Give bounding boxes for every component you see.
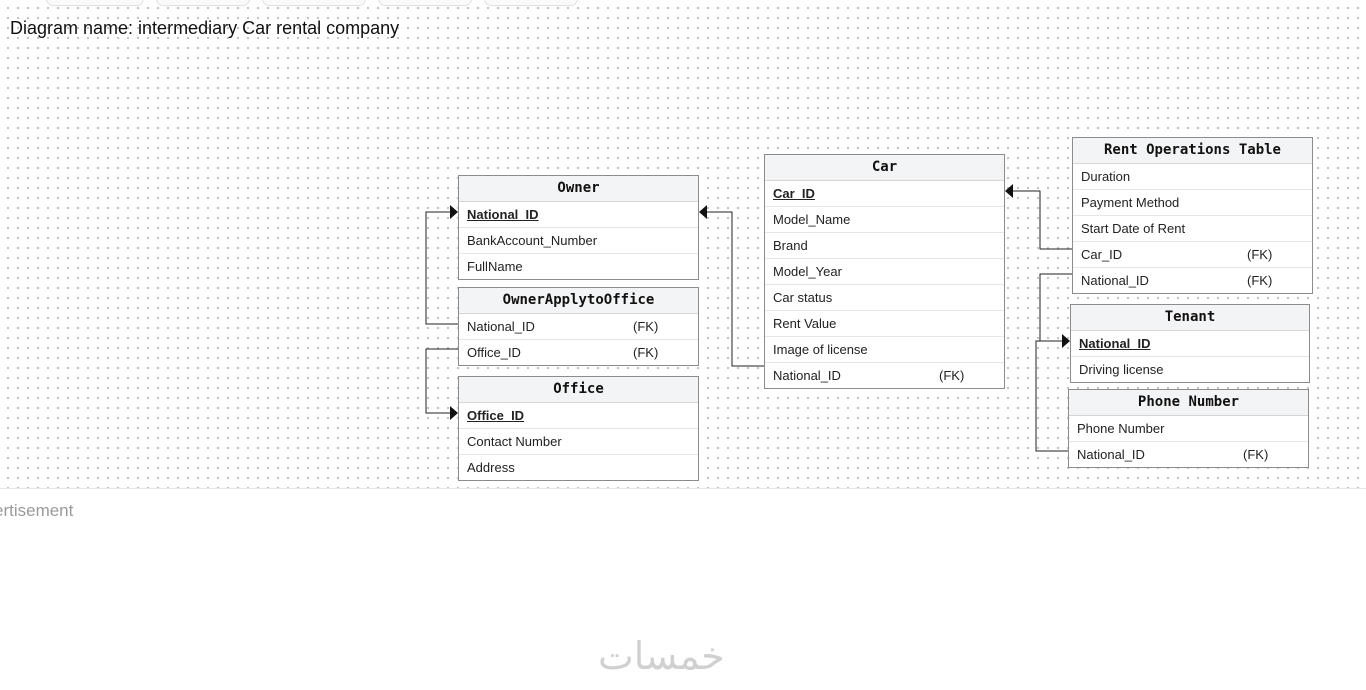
column-row[interactable]: Office_ID (FK) — [459, 340, 698, 365]
table-phone-number[interactable]: Phone Number Phone Number National_ID (FK… — [1068, 389, 1309, 468]
arrowhead — [450, 205, 458, 219]
column-name: Duration — [1081, 169, 1131, 184]
column-row[interactable]: National_ID (FK) — [1069, 442, 1308, 467]
column-name: National_ID — [1079, 336, 1151, 351]
column-name: Rent Value — [773, 316, 837, 331]
column-row[interactable]: Address — [459, 455, 698, 480]
table-owner[interactable]: Owner National_ID BankAccount_Number Ful… — [458, 175, 699, 280]
rel-rent-car — [1013, 190, 1072, 250]
diagram-title: Diagram name: intermediary Car rental co… — [10, 18, 400, 38]
table-header[interactable]: OwnerApplytoOffice — [459, 288, 698, 314]
toolbar-chip[interactable] — [46, 0, 144, 6]
column-name: Office_ID — [467, 345, 521, 360]
toolbar-chip[interactable] — [156, 0, 250, 6]
column-row[interactable]: National_ID — [459, 202, 698, 228]
column-name: Brand — [773, 238, 808, 253]
table-header[interactable]: Rent Operations Table — [1073, 138, 1312, 164]
column-name: National_ID — [467, 319, 535, 334]
column-row[interactable]: Office_ID — [459, 403, 698, 429]
brand-logo: خمسات — [598, 634, 725, 678]
table-owner-apply-to-office[interactable]: OwnerApplytoOffice National_ID (FK) Offic… — [458, 287, 699, 366]
arrowhead — [699, 205, 707, 219]
rel-ownerapply-owner — [425, 211, 458, 325]
column-row[interactable]: BankAccount_Number — [459, 228, 698, 254]
rel-phone-tenant — [1035, 340, 1068, 452]
advertisement-label: ertisement — [0, 501, 74, 520]
column-row[interactable]: FullName — [459, 254, 698, 279]
column-row[interactable]: National_ID (FK) — [765, 363, 1004, 388]
column-name: Address — [467, 460, 515, 475]
column-name: Model_Name — [773, 212, 851, 227]
column-name: National_ID — [773, 368, 841, 383]
arrowhead — [1062, 334, 1070, 348]
table-header[interactable]: Tenant — [1071, 305, 1309, 331]
table-office[interactable]: Office Office_ID Contact Number Address — [458, 376, 699, 481]
table-header[interactable]: Phone Number — [1069, 390, 1308, 416]
column-name: National_ID — [467, 207, 539, 222]
toolbar-chip[interactable] — [484, 0, 578, 6]
column-name: National_ID — [1077, 447, 1145, 462]
toolbar-chip[interactable] — [378, 0, 472, 6]
column-name: Contact Number — [467, 434, 562, 449]
column-row[interactable]: Contact Number — [459, 429, 698, 455]
column-row[interactable]: National_ID — [1071, 331, 1309, 357]
column-row[interactable]: National_ID (FK) — [459, 314, 698, 340]
rel-car-owner — [707, 211, 764, 367]
arrowhead — [450, 406, 458, 420]
column-name: Car_ID — [1081, 247, 1123, 262]
column-row[interactable]: Model_Name — [765, 207, 1004, 233]
column-name: Office_ID — [467, 408, 525, 423]
column-name: Car status — [773, 290, 833, 305]
fk-badge: (FK) — [1243, 447, 1269, 462]
table-header[interactable]: Owner — [459, 176, 698, 202]
column-name: Driving license — [1079, 362, 1164, 377]
column-row[interactable]: Start Date of Rent — [1073, 216, 1312, 242]
column-name: Model_Year — [773, 264, 842, 279]
column-row[interactable]: Car_ID (FK) — [1073, 242, 1312, 268]
rel-rent-tenant — [1039, 273, 1072, 342]
fk-badge: (FK) — [939, 368, 965, 383]
toolbar-chip[interactable] — [262, 0, 366, 6]
column-name: Start Date of Rent — [1081, 221, 1186, 236]
table-rent-operations[interactable]: Rent Operations Table Duration Payment M… — [1072, 137, 1313, 294]
table-tenant[interactable]: Tenant National_ID Driving license — [1070, 304, 1310, 383]
column-row[interactable]: Duration — [1073, 164, 1312, 190]
table-header[interactable]: Office — [459, 377, 698, 403]
column-row[interactable]: Payment Method — [1073, 190, 1312, 216]
column-row[interactable]: Driving license — [1071, 357, 1309, 382]
column-row[interactable]: Rent Value — [765, 311, 1004, 337]
column-name: National_ID — [1081, 273, 1149, 288]
fk-badge: (FK) — [633, 319, 659, 334]
column-row[interactable]: Car_ID — [765, 181, 1004, 207]
column-name: BankAccount_Number — [467, 233, 598, 248]
column-row[interactable]: National_ID (FK) — [1073, 268, 1312, 293]
column-row[interactable]: Model_Year — [765, 259, 1004, 285]
column-row[interactable]: Brand — [765, 233, 1004, 259]
column-row[interactable]: Phone Number — [1069, 416, 1308, 442]
column-name: Payment Method — [1081, 195, 1180, 210]
column-row[interactable]: Car status — [765, 285, 1004, 311]
rel-ownerapply-office — [425, 348, 458, 414]
fk-badge: (FK) — [633, 345, 659, 360]
table-car[interactable]: Car Car_ID Model_Name Brand Model_Year C… — [764, 154, 1005, 389]
column-name: Car_ID — [773, 186, 815, 201]
top-toolbar-chips — [0, 0, 620, 6]
column-row[interactable]: Image of license — [765, 337, 1004, 363]
table-header[interactable]: Car — [765, 155, 1004, 181]
diagram-canvas[interactable]: Diagram name: intermediary Car rental co… — [0, 0, 1366, 489]
arrowhead — [1005, 184, 1013, 198]
fk-badge: (FK) — [1247, 247, 1273, 262]
column-name: Image of license — [773, 342, 868, 357]
column-name: FullName — [467, 259, 523, 274]
column-name: Phone Number — [1077, 421, 1165, 436]
fk-badge: (FK) — [1247, 273, 1273, 288]
